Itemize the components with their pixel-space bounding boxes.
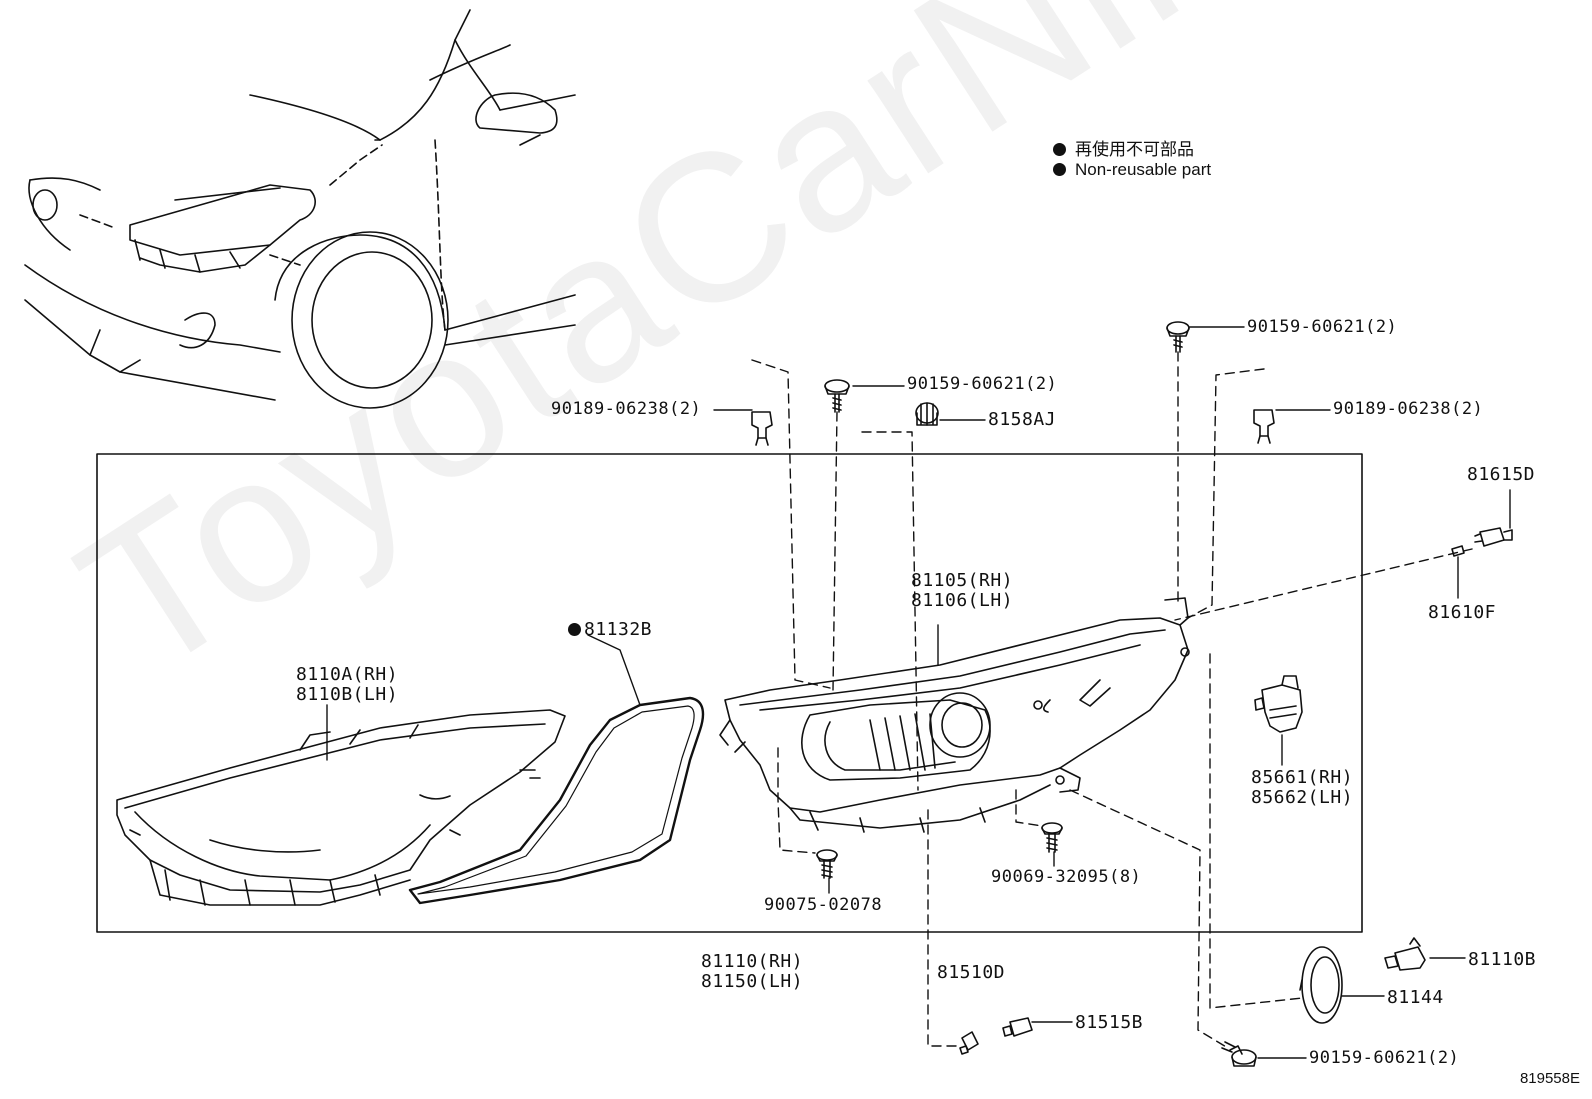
diagram-id: 819558E [1519,1070,1580,1087]
part-90189-right[interactable]: 90189-06238(2) [1333,399,1484,419]
part-8110A-rh[interactable]: 8110A(RH) [296,664,399,685]
legend-jp-text: 再使用不可部品 [1075,140,1194,159]
part-90075[interactable]: 90075-02078 [764,895,883,915]
leader-lines [326,326,1511,1059]
part-85661-rh[interactable]: 85661(RH) [1251,767,1354,788]
bolt-90159-top [1166,321,1190,353]
assembly-box [96,453,1363,933]
legend-jp: 再使用不可部品 [1053,135,1194,160]
part-81110-rh[interactable]: 81110(RH) [701,951,804,972]
cap-81144 [1299,946,1343,1024]
non-reusable-dot-icon [568,623,581,636]
bulb-81610F [1451,545,1465,557]
part-90159-top[interactable]: 90159-60621(2) [1247,317,1398,337]
part-81615D[interactable]: 81615D [1467,464,1536,485]
part-8158AJ[interactable]: 8158AJ [988,409,1057,430]
headlamp-housing [719,597,1190,833]
part-81144[interactable]: 81144 [1387,987,1444,1008]
clip-90189-right [1253,409,1275,444]
part-90159-bottom[interactable]: 90159-60621(2) [1309,1048,1460,1068]
non-reusable-dot-icon [1053,143,1066,156]
part-90069[interactable]: 90069-32095(8) [991,867,1142,887]
bolt-90159-mid [824,379,850,413]
part-81510D[interactable]: 81510D [937,962,1006,983]
legend-en-text: Non-reusable part [1075,160,1212,179]
screw-90069 [1041,822,1063,853]
bulb-81110B [1384,937,1426,971]
bulb-81510D [959,1031,979,1055]
socket-81515B [1002,1017,1033,1037]
part-81106-lh[interactable]: 81106(LH) [911,590,1014,611]
part-90159-mid[interactable]: 90159-60621(2) [907,374,1058,394]
gasket-seal [408,696,705,905]
car-front-illustration [24,9,576,409]
part-81515B[interactable]: 81515B [1075,1012,1144,1033]
dashed-lines [751,351,1473,1049]
screw-90075 [816,849,838,879]
part-81105-rh[interactable]: 81105(RH) [911,570,1014,591]
part-81110B[interactable]: 81110B [1468,949,1537,970]
grommet-8158AJ [915,402,939,426]
bolt-90159-bottom [1221,1041,1257,1067]
part-8110B-lh[interactable]: 8110B(LH) [296,684,399,705]
part-85662-lh[interactable]: 85662(LH) [1251,787,1354,808]
lens-outline [116,709,566,906]
part-81150-lh[interactable]: 81150(LH) [701,971,804,992]
socket-81615D [1474,527,1513,547]
part-81132B[interactable]: 81132B [568,620,652,640]
part-81132B-text: 81132B [584,619,653,640]
part-90189-left[interactable]: 90189-06238(2) [551,399,702,419]
non-reusable-dot-icon [1053,163,1066,176]
leveling-motor-85661 [1254,675,1303,733]
legend-en: Non-reusable part [1053,160,1211,180]
part-81610F[interactable]: 81610F [1428,602,1497,623]
clip-90189-left [751,411,773,446]
